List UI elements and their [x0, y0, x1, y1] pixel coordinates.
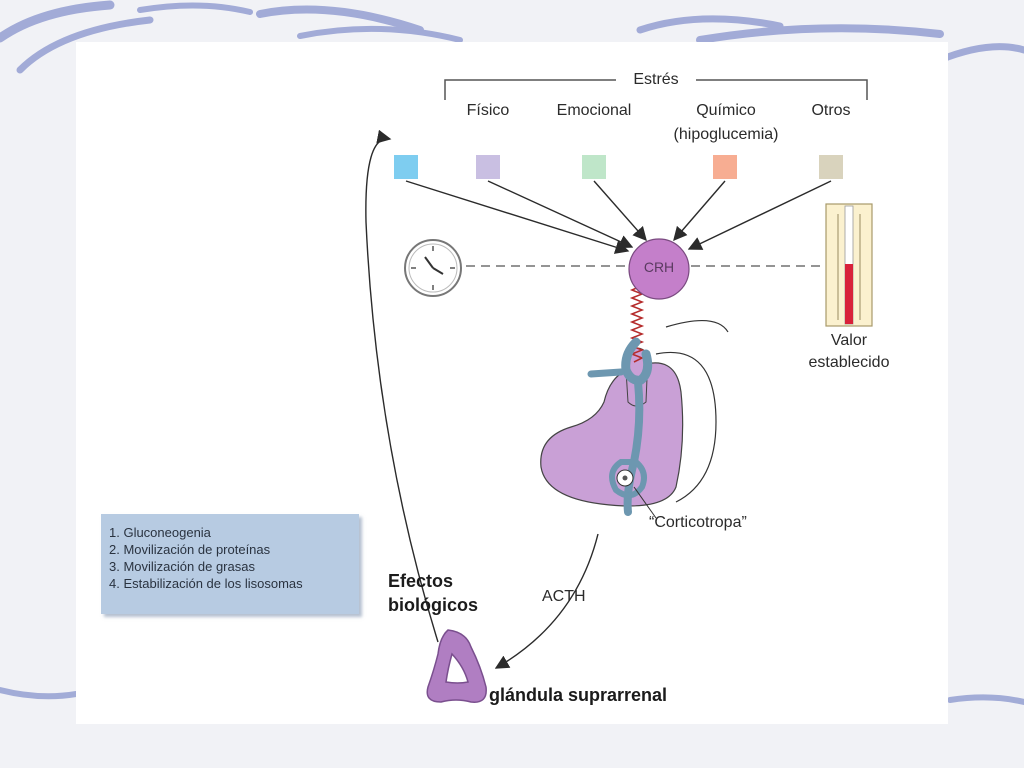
stressor-label-quimico: Químico — [696, 102, 756, 119]
swirl — [936, 43, 1024, 64]
corticotropa-label: “Corticotropa” — [649, 514, 747, 531]
stress-title: Estrés — [633, 71, 679, 88]
portal-vessel — [587, 337, 653, 516]
stressor-label-fisico: Físico — [466, 102, 510, 119]
adrenal-gland — [426, 629, 487, 703]
crh-label: CRH — [643, 259, 675, 275]
anterior-pituitary — [540, 362, 684, 507]
effects-label-line1: Efectos — [388, 571, 454, 591]
diagram-panel: Estrés Físico Emocional Químico (hipoglu… — [76, 42, 948, 724]
swirl — [947, 694, 1024, 705]
acth-arrow — [494, 533, 599, 669]
hypothalamus-outline — [665, 319, 729, 333]
swirl — [137, 2, 253, 15]
feedback-box — [394, 155, 418, 179]
arrow-feedback-to-crh — [405, 180, 630, 254]
list-item: 3. Movilización de grasas — [109, 559, 255, 574]
swirl — [636, 15, 784, 34]
swirl — [297, 25, 463, 43]
list-item: 2. Movilización de proteínas — [109, 542, 271, 557]
swirl — [16, 16, 154, 74]
crh-node — [628, 238, 690, 300]
swirl — [696, 24, 944, 44]
stressor-label-quimico-detail: (hipoglucemia) — [673, 126, 779, 143]
posterior-lobe-outline — [655, 351, 717, 503]
stressor-label-emocional: Emocional — [556, 102, 632, 119]
corticotropa-pointer — [633, 486, 657, 519]
effects-label-line2: biológicos — [388, 595, 478, 615]
list-item: 4. Estabilización de los lisosomas — [109, 576, 303, 591]
arrow-emocional-to-crh — [593, 180, 647, 242]
swirl — [256, 5, 424, 34]
stress-bracket — [444, 79, 868, 100]
thermometer-fill — [845, 264, 853, 324]
biological-effects-list: 1. Gluconeogenia 2. Movilización de prot… — [101, 514, 359, 614]
stressor-box-otros — [819, 155, 843, 179]
hpa-axis-diagram — [365, 79, 873, 703]
arrow-quimico-to-crh — [673, 180, 726, 242]
adrenal-label: glándula suprarrenal — [489, 685, 668, 705]
stressor-box-fisico — [476, 155, 500, 179]
swirl — [0, 687, 79, 700]
thermometer-icon — [825, 203, 873, 327]
feedback-arrow — [365, 129, 439, 643]
clock-icon — [404, 239, 462, 297]
stressor-box-emocional — [582, 155, 606, 179]
list-item: 1. Gluconeogenia — [109, 525, 211, 540]
setpoint-label-line2: establecido — [808, 354, 890, 371]
acth-label: ACTH — [542, 588, 586, 605]
swirl — [0, 0, 115, 43]
setpoint-label-line1: Valor — [830, 332, 868, 349]
arrow-fisico-to-crh — [487, 180, 634, 249]
crh-axon — [629, 285, 645, 363]
stressor-box-quimico — [713, 155, 737, 179]
stressor-label-otros: Otros — [811, 102, 851, 119]
arrow-otros-to-crh — [687, 180, 832, 250]
